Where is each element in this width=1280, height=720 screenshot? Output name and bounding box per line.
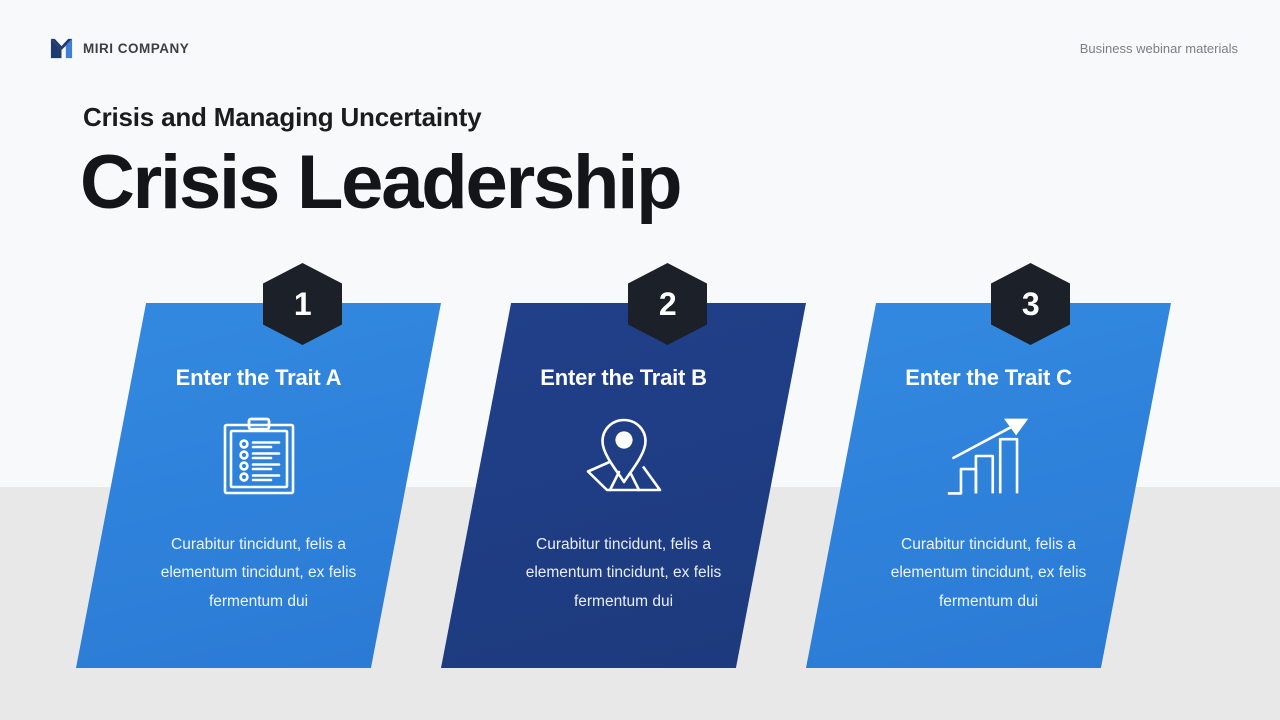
trait-card-1-title: Enter the Trait A (175, 365, 342, 390)
m-logo-icon (49, 36, 74, 61)
growth-bar-chart-icon (946, 413, 1032, 499)
slide-eyebrow: Crisis and Managing Uncertainty (83, 102, 482, 132)
slide-header: MIRI COMPANY Business webinar materials (0, 0, 1280, 78)
hexagon-shape-1: 1 (263, 263, 342, 345)
map-pin-icon (581, 413, 667, 499)
hexagon-shape-2: 2 (628, 263, 707, 345)
brand-name: MIRI COMPANY (83, 41, 190, 56)
step-badge-3: 3 (991, 263, 1070, 345)
step-badge-2: 2 (628, 263, 707, 345)
step-badge-1: 1 (263, 263, 342, 345)
trait-card-3[interactable]: Enter the Trait C Curabitur tincidunt, f… (806, 303, 1171, 668)
step-badge-2-number: 2 (658, 286, 677, 322)
trait-card-1[interactable]: Enter the Trait A Curabitur tincidunt, f… (76, 303, 441, 668)
slide-headline: Crisis Leadership (80, 140, 683, 225)
trait-card-1-body: Curabitur tincidunt, felis a elementum t… (160, 536, 357, 610)
step-badge-3-number: 3 (1021, 286, 1040, 322)
trait-card-3-title: Enter the Trait C (905, 365, 1072, 390)
step-badge-1-number: 1 (293, 286, 312, 322)
trait-card-2-title: Enter the Trait B (540, 365, 707, 390)
hexagon-shape-3: 3 (991, 263, 1070, 345)
trait-card-3-body: Curabitur tincidunt, felis a elementum t… (890, 536, 1087, 610)
trait-card-2[interactable]: Enter the Trait B Curabitur tincidunt, f… (441, 303, 806, 668)
trait-card-2-body: Curabitur tincidunt, felis a elementum t… (525, 536, 722, 610)
header-note: Business webinar materials (1079, 41, 1238, 56)
brand-lockup: MIRI COMPANY (49, 36, 189, 61)
clipboard-checklist-icon (216, 413, 302, 499)
